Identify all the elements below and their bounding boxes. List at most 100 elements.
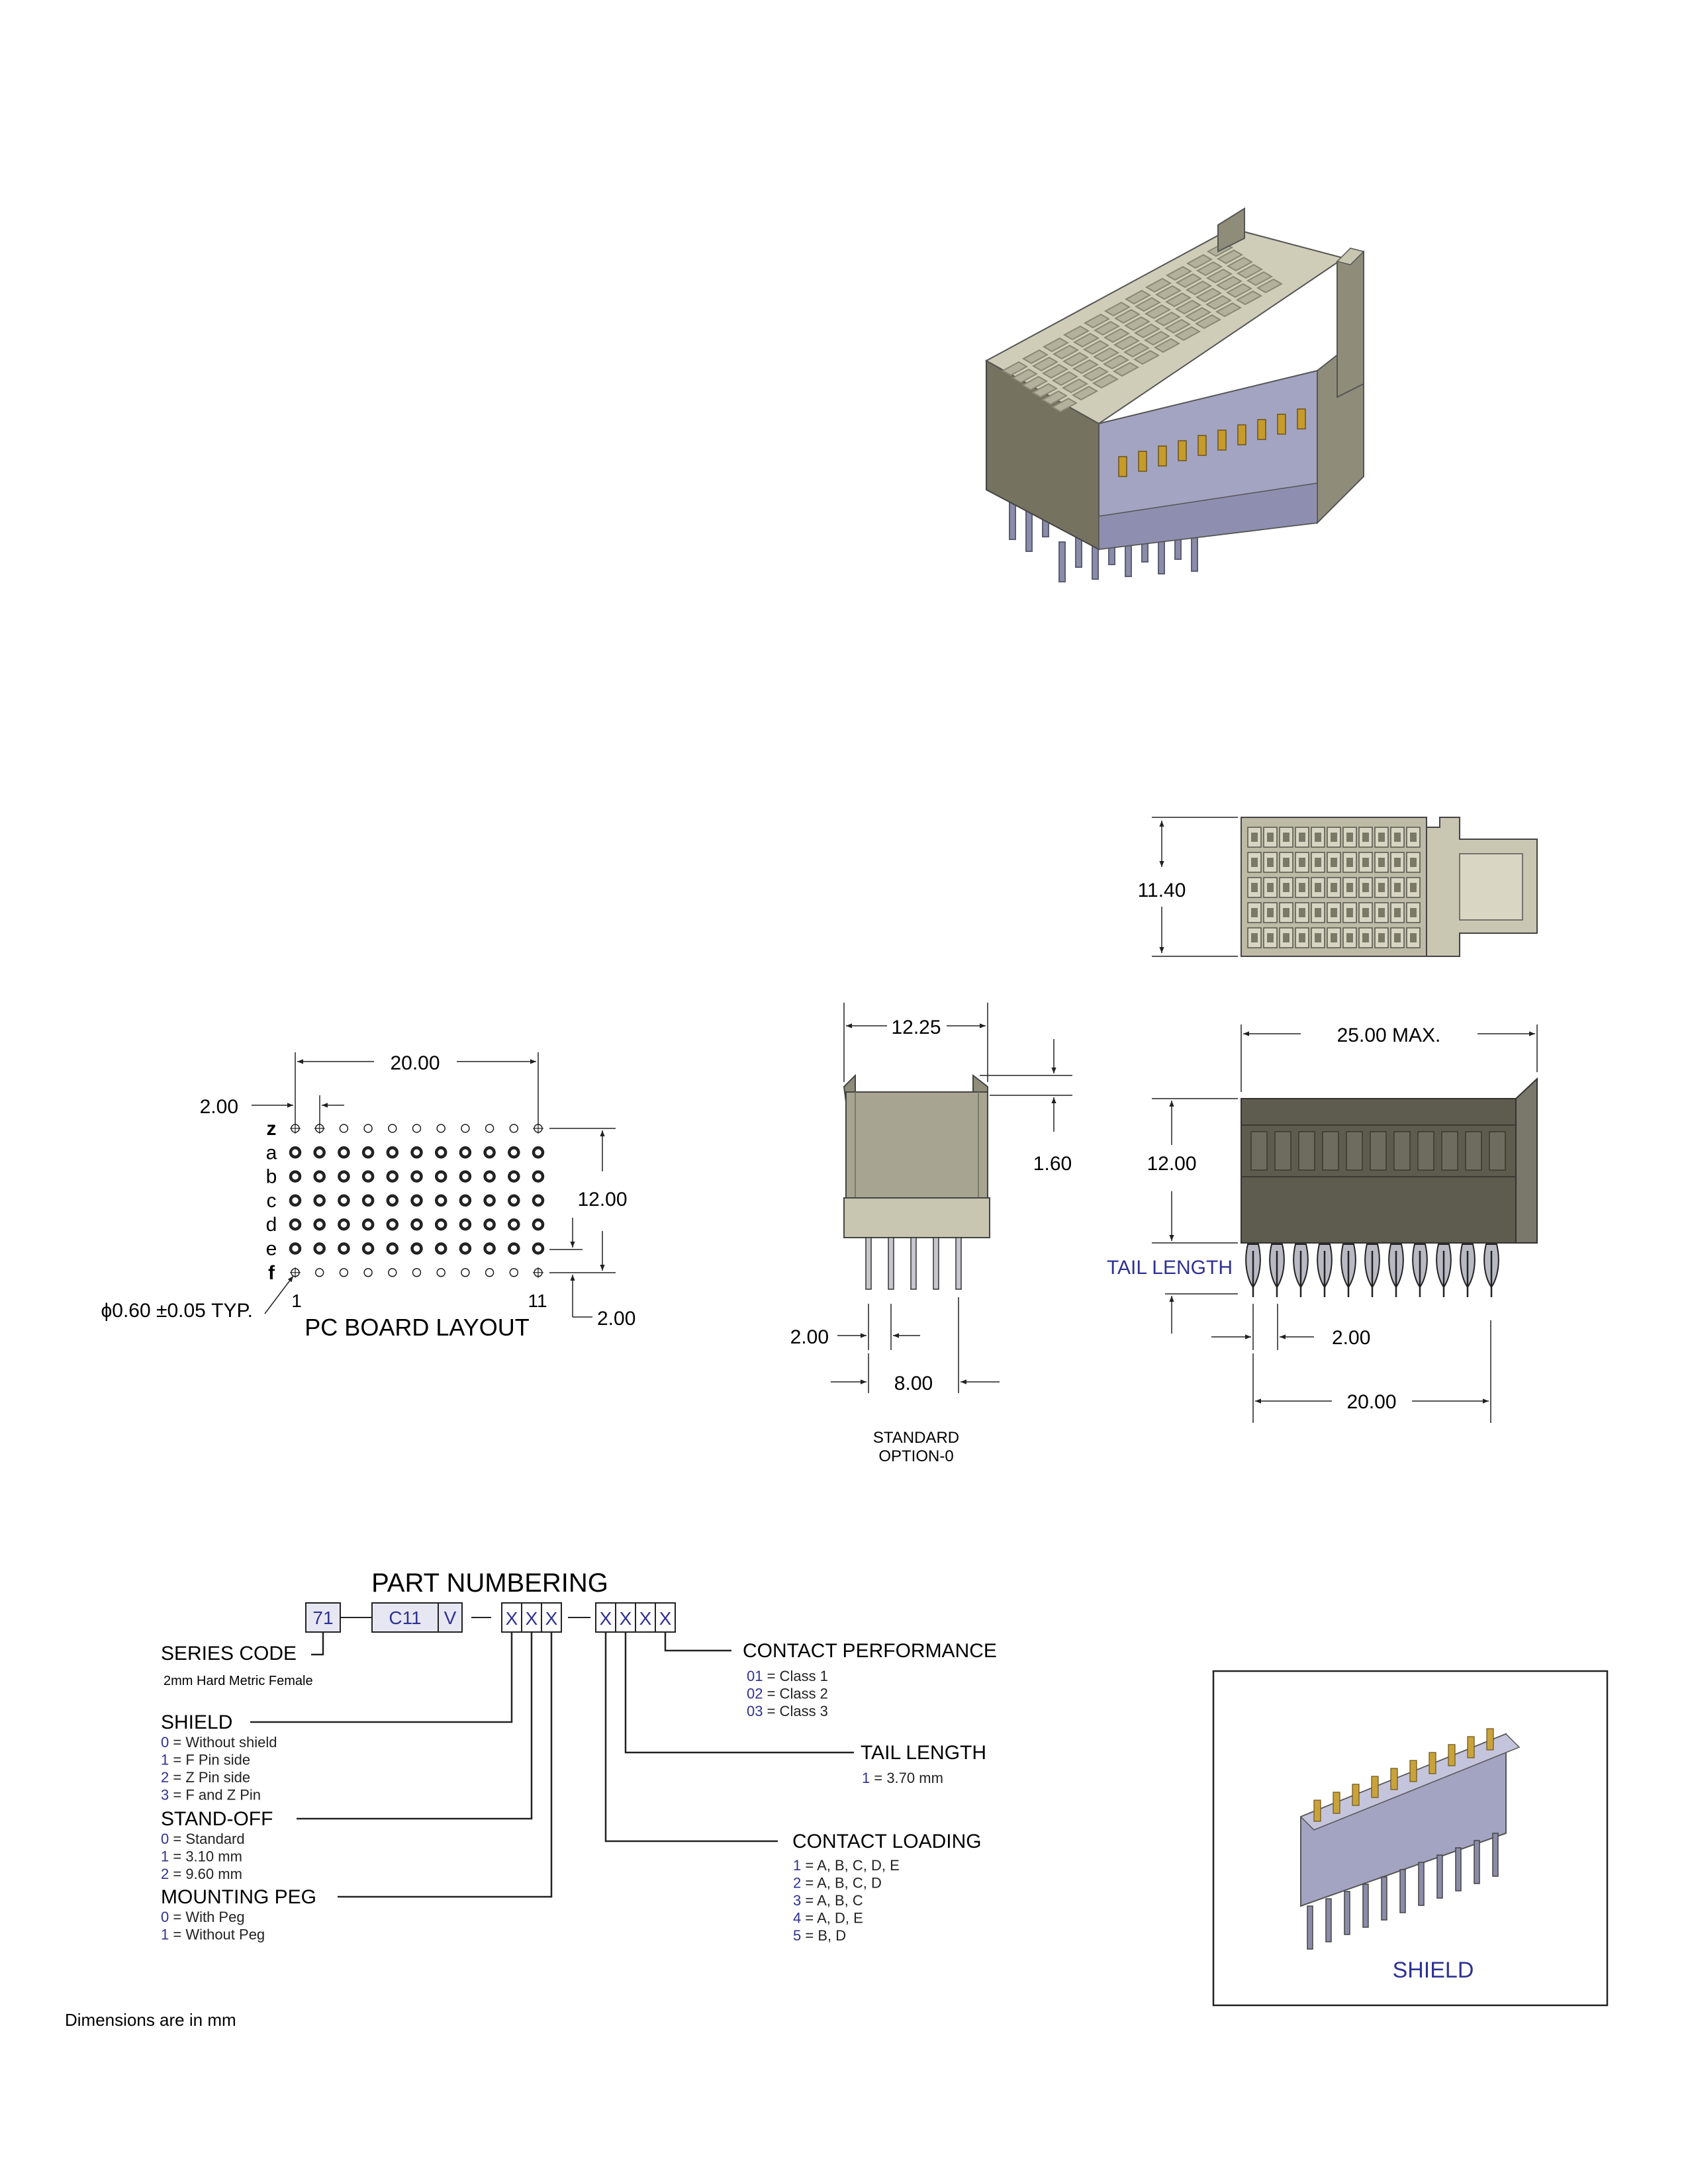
loading-option-text: = A, B, C — [801, 1892, 863, 1909]
pcb-row-label: f — [268, 1262, 275, 1284]
pcb-hole — [509, 1268, 519, 1277]
pn-box-perf-a-text: X — [639, 1608, 652, 1629]
tail-length-label: TAIL LENGTH — [1107, 1257, 1233, 1279]
performance-option-code: 01 — [747, 1668, 763, 1684]
pn-box-standoff — [521, 1602, 542, 1633]
shield-panel-label: SHIELD — [1393, 1958, 1474, 1983]
part-numbering-title: PART NUMBERING — [371, 1569, 608, 1598]
iso-cavity — [1236, 263, 1264, 279]
pcb-hole — [410, 1218, 423, 1231]
iso-cavity — [1072, 359, 1100, 375]
pcb-hole — [434, 1218, 447, 1231]
peg-option: 0 = With Peg — [161, 1909, 245, 1925]
loading-option-text: = B, D — [801, 1927, 846, 1944]
shield-option: 1 = F Pin side — [161, 1752, 250, 1768]
tail-option-text: = 3.70 mm — [870, 1770, 943, 1786]
pcb-hole — [386, 1218, 399, 1231]
iso-cavity — [1153, 338, 1181, 353]
front-slot — [1250, 1131, 1268, 1171]
iso-contact — [1257, 419, 1266, 440]
iso-cavity — [1184, 306, 1212, 322]
loading-option-code: 2 — [793, 1875, 801, 1891]
pn-box-peg-text: X — [545, 1608, 558, 1629]
pcb-hole — [313, 1170, 326, 1183]
loading-option: 2 = A, B, C, D — [793, 1875, 882, 1891]
pcb-hole — [410, 1170, 423, 1183]
dim-top-height: 11.40 — [1138, 817, 1238, 957]
pcb-hole — [483, 1218, 496, 1231]
performance-option-block: CONTACT PERFORMANCE 01 = Class 102 = Cla… — [743, 1640, 997, 1719]
side-pin — [888, 1237, 894, 1290]
loading-option: 3 = A, B, C — [793, 1892, 863, 1909]
iso-cavity — [1215, 275, 1243, 291]
side-pin — [910, 1237, 917, 1290]
iso-cavity — [1082, 366, 1109, 382]
standoff-label: STAND-OFF — [161, 1808, 273, 1830]
standoff-option-text: = 9.60 mm — [169, 1866, 242, 1882]
shield-contact — [1313, 1799, 1321, 1822]
pcb-hole — [483, 1194, 496, 1207]
standoff-option-text: = 3.10 mm — [169, 1848, 242, 1865]
pcb-hole — [363, 1124, 373, 1133]
pcb-hole — [386, 1194, 399, 1207]
pcb-hole — [461, 1124, 470, 1133]
iso-cavity — [1133, 323, 1161, 339]
pcb-row-label: e — [266, 1238, 277, 1260]
pcb-row-label: a — [266, 1142, 277, 1163]
shield-contact — [1371, 1776, 1379, 1798]
standoff-option: 1 = 3.10 mm — [161, 1848, 242, 1865]
performance-option-code: 02 — [747, 1686, 763, 1702]
pcb-hole — [436, 1268, 445, 1277]
shield-option: 0 = Without shield — [161, 1734, 277, 1751]
iso-cavity — [1061, 378, 1089, 394]
dim-top-height-label: 11.40 — [1138, 880, 1186, 901]
pcb-hole — [485, 1124, 494, 1133]
iso-cavity — [1175, 273, 1203, 289]
iso-cavity — [1102, 354, 1130, 370]
iso-cavity — [1021, 349, 1049, 365]
pcb-hole — [532, 1170, 545, 1183]
pn-box-v-text: V — [444, 1608, 457, 1628]
pcb-hole — [410, 1242, 423, 1255]
pn-box-perf-b-text: X — [659, 1608, 672, 1629]
front-slot — [1465, 1131, 1482, 1171]
shield-contact — [1467, 1736, 1475, 1758]
pcb-hole — [532, 1146, 545, 1159]
pcb-hole — [532, 1242, 545, 1255]
shield-pin — [1436, 1854, 1443, 1899]
front-slot — [1393, 1131, 1411, 1171]
shield-option-code: 2 — [161, 1769, 169, 1786]
peg-option-code: 1 — [161, 1927, 169, 1943]
dim-side-width: 12.25 — [843, 1003, 988, 1082]
iso-cavity — [1235, 290, 1263, 306]
iso-cavity — [1195, 287, 1223, 303]
iso-cavity — [1226, 256, 1254, 272]
pcb-hole — [434, 1146, 447, 1159]
loading-option: 1 = A, B, C, D, E — [793, 1857, 900, 1874]
pcb-hole — [434, 1194, 447, 1207]
connector-front-view — [1241, 1077, 1538, 1297]
loading-option-code: 5 — [793, 1927, 801, 1944]
iso-cavity — [1082, 340, 1110, 355]
iso-contact — [1277, 414, 1286, 435]
loading-option: 5 = B, D — [793, 1927, 846, 1944]
performance-label: CONTACT PERFORMANCE — [743, 1640, 997, 1662]
iso-cavity — [1215, 302, 1243, 318]
series-code-block: SERIES CODE 2mm Hard Metric Female — [161, 1643, 313, 1688]
iso-cavity — [1041, 390, 1068, 406]
pcb-hole — [386, 1242, 399, 1255]
pcb-row-label: d — [266, 1214, 277, 1236]
pcb-hole — [361, 1170, 375, 1183]
iso-cavity — [1062, 325, 1090, 341]
performance-option: 01 = Class 1 — [747, 1668, 828, 1684]
connector-isometric-image — [984, 207, 1365, 582]
pcb-hole — [412, 1268, 422, 1277]
iso-cavity — [1123, 316, 1151, 332]
iso-contact — [1217, 430, 1227, 451]
dim-side-width-label: 12.25 — [891, 1017, 941, 1038]
pcb-hole — [361, 1146, 375, 1159]
shield-pin — [1325, 1898, 1332, 1942]
